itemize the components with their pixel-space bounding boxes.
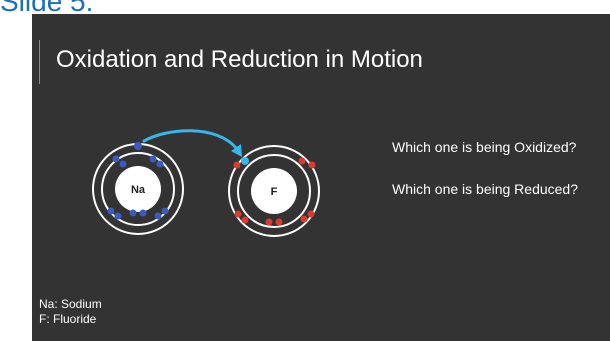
fluorine-electrons: [233, 157, 316, 226]
legend-sodium: Na: Sodium: [39, 297, 102, 311]
fluorine-electron: [298, 157, 306, 165]
sodium-electron: [156, 160, 164, 168]
arrow-head-icon: [231, 144, 242, 157]
sodium-inner-shell: [101, 152, 175, 226]
sodium-electron: [112, 155, 120, 163]
arrow-curve: [142, 129, 239, 151]
sodium-atom: Na: [92, 142, 184, 235]
sodium-electron: [134, 142, 142, 150]
oxidized-question: Which one is being Oxidized?: [392, 139, 577, 155]
transferred-electron: [241, 157, 249, 165]
slide-title: Oxidation and Reduction in Motion: [56, 46, 423, 73]
reduced-question: Which one is being Reduced?: [392, 181, 579, 197]
sodium-electron: [107, 207, 115, 215]
sodium-symbol: Na: [131, 184, 146, 196]
fluorine-electron: [275, 218, 283, 226]
sodium-electron: [154, 212, 162, 220]
page-heading: Slide 5:: [0, 0, 94, 17]
fluorine-symbol: F: [271, 186, 278, 198]
fluorine-electron: [265, 218, 273, 226]
sodium-electron: [139, 209, 147, 217]
legend-fluoride: F: Fluoride: [39, 312, 97, 326]
fluorine-electron: [300, 215, 308, 223]
fluorine-electron: [308, 161, 316, 169]
fluorine-inner-shell: [237, 154, 311, 228]
electron-transfer-arrow: [142, 129, 242, 157]
fluorine-outer-shell: [228, 145, 320, 237]
fluorine-electron: [234, 210, 242, 218]
slide: Oxidation and Reduction in Motion Na: [32, 14, 610, 341]
sodium-electron: [129, 209, 137, 217]
fluorine-atom: F: [228, 145, 320, 237]
sodium-electron: [119, 160, 127, 168]
fluorine-electron: [233, 161, 241, 169]
fluorine-electron: [241, 216, 249, 224]
sodium-electron: [114, 212, 122, 220]
sodium-electron: [149, 155, 157, 163]
fluorine-electron: [307, 210, 315, 218]
title-accent-line: [39, 40, 40, 84]
fluorine-nucleus: [251, 168, 297, 214]
sodium-electron: [161, 207, 169, 215]
sodium-electrons: [107, 142, 169, 220]
electron-transfer-diagram: Na F: [92, 129, 320, 237]
legend: Na: Sodium F: Fluoride: [39, 297, 102, 327]
sodium-nucleus: [115, 166, 161, 212]
